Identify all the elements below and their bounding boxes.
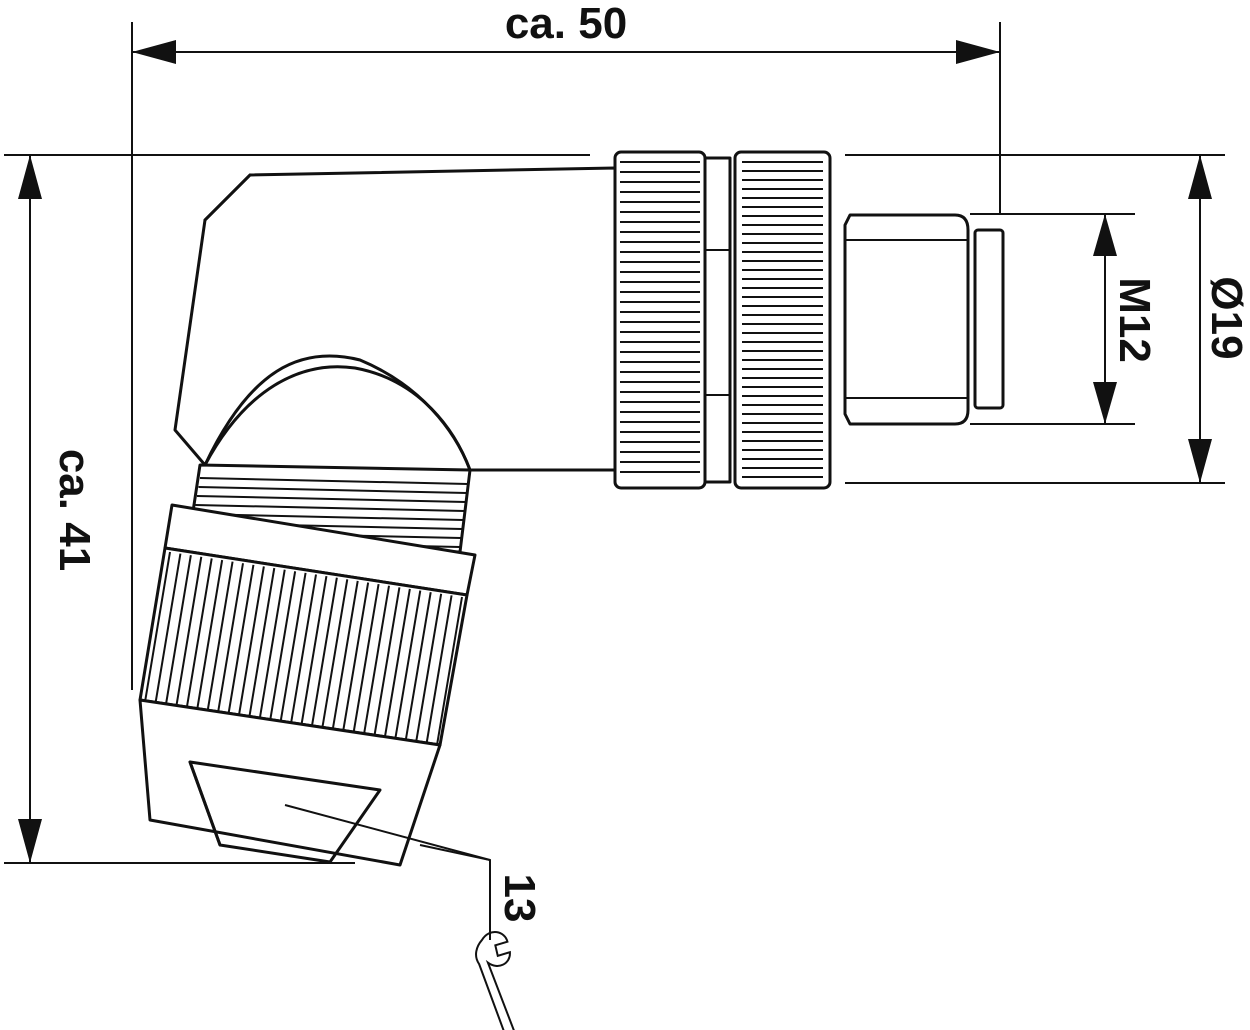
groove-line [196,495,466,503]
dimension-overall-height: ca. 41 [4,154,590,864]
knurling-horizontal-2 [742,161,823,478]
thread-label: M12 [1110,277,1159,363]
knurl-line [258,569,286,720]
coupling-nut-horizontal-1 [613,150,732,490]
knurl-line [290,574,317,724]
knurl-line [373,587,401,736]
dimension-thread: M12 [970,213,1159,425]
dimension-overall-length: ca. 50 [131,0,1001,690]
knurl-line [248,567,276,718]
threaded-pin [843,213,1005,426]
groove-line [199,477,469,485]
knurl-line [154,553,182,704]
knurl-line [279,572,307,723]
knurl-line [342,582,370,732]
knurl-line [415,593,443,743]
knurl-line [269,571,297,721]
knurling-vertical [144,551,463,746]
knurl-line [164,555,192,706]
knurl-line [185,558,213,709]
knurl-line [300,575,328,726]
knurl-line [321,579,349,729]
overall-length-label: ca. 50 [505,0,627,48]
knurl-line [227,564,255,715]
wrench-icon [475,931,516,1030]
knurl-line [237,566,265,716]
knurl-line [363,585,390,735]
knurl-line [206,561,234,712]
wrench-size-callout: 13 [419,844,544,1030]
knurl-line [436,596,463,746]
knurl-line [175,556,203,707]
knurl-line [383,588,411,738]
coupling-nut-horizontal-2 [733,150,832,490]
knurl-line [425,595,453,744]
knurl-line [394,590,422,740]
knurling-horizontal-1 [620,161,730,473]
diameter-label: Ø19 [1202,276,1250,359]
knurl-line [352,583,380,733]
angled-housing [173,166,617,472]
overall-height-label: ca. 41 [50,449,99,571]
cable-gland [138,463,491,867]
knurl-line [331,580,359,730]
knurl-line [144,551,171,703]
groove-line [195,504,465,512]
knurl-line [196,559,224,710]
wrench-size-label: 13 [495,874,544,923]
dimension-diameter: Ø19 [845,154,1250,484]
knurl-line [310,577,338,727]
knurl-line [404,592,432,741]
knurl-line [217,563,244,713]
groove-line [198,486,467,494]
